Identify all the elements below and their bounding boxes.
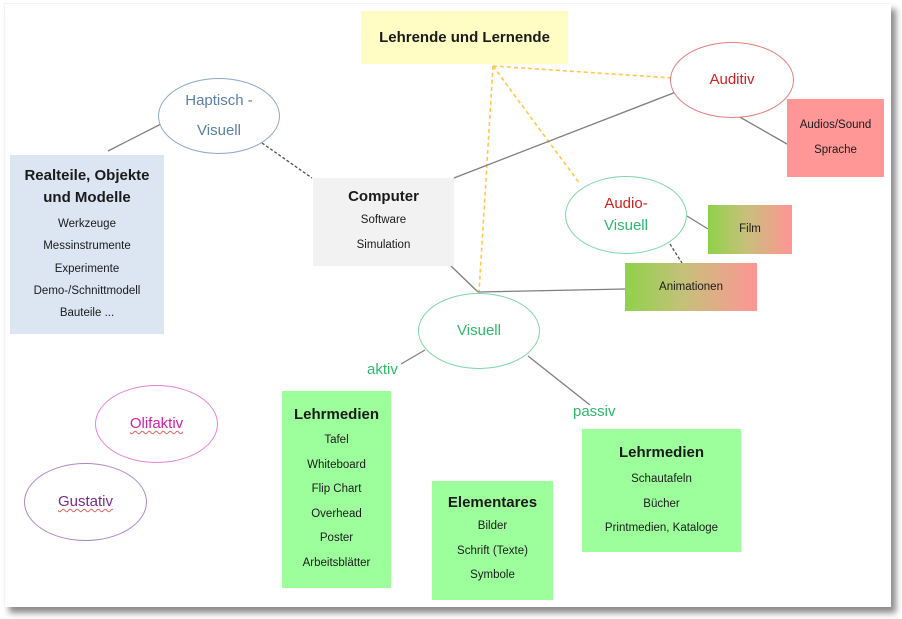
central-node-title: Lehrende und Lernende bbox=[379, 28, 550, 46]
computer-item: Simulation bbox=[356, 238, 411, 251]
realteile-item: Bauteile ... bbox=[59, 307, 115, 320]
audiovisuell-line-2: Visuell bbox=[604, 217, 648, 234]
lehrmedien-passiv-item: Printmedien, Kataloge bbox=[604, 522, 719, 534]
link-auditiv-audios bbox=[737, 115, 788, 145]
link-computer-visuell bbox=[450, 265, 479, 293]
link-audiovisuell-animationen bbox=[669, 243, 683, 264]
box-film: Film bbox=[708, 205, 792, 254]
link-lernende-audiovisuell bbox=[492, 65, 581, 185]
realteile-item: Werkzeuge bbox=[58, 218, 116, 230]
node-auditiv: Auditiv bbox=[670, 42, 794, 118]
realteile-item: Experimente bbox=[54, 262, 120, 275]
lehrmedien-passiv-item: Bücher bbox=[643, 497, 680, 510]
lehrmedien-passiv-title: Lehrmedien bbox=[618, 444, 705, 461]
realteile-item: Messinstrumente bbox=[43, 240, 131, 253]
elementares-item: Schrift (Texte) bbox=[457, 544, 528, 557]
link-computer-auditiv bbox=[453, 91, 677, 179]
realteile-item: Demo-/Schnittmodell bbox=[33, 284, 141, 297]
lehrmedien-aktiv-item: Whiteboard bbox=[307, 458, 366, 471]
elementares-item: Symbole bbox=[470, 569, 515, 581]
box-lehrmedien-passiv: Lehrmedien Schautafeln Bücher Printmedie… bbox=[582, 429, 741, 552]
node-gustativ: Gustativ bbox=[24, 463, 147, 541]
lehrmedien-aktiv-item: Flip Chart bbox=[311, 483, 362, 495]
branch-label-aktiv: aktiv bbox=[367, 361, 398, 378]
link-visuell-aktiv bbox=[400, 349, 426, 365]
audios-item: Sprache bbox=[814, 144, 857, 156]
film-label: Film bbox=[739, 223, 761, 236]
lehrmedien-aktiv-title: Lehrmedien bbox=[293, 406, 380, 423]
computer-item: Software bbox=[360, 214, 407, 226]
animationen-label: Animationen bbox=[659, 280, 723, 293]
lehrmedien-aktiv-item: Overhead bbox=[311, 507, 362, 520]
node-olifaktiv: Olifaktiv bbox=[95, 385, 218, 463]
lehrmedien-passiv-item: Schautafeln bbox=[631, 473, 692, 485]
olifaktiv-label: Olifaktiv bbox=[129, 415, 184, 432]
visuell-label: Visuell bbox=[457, 322, 501, 339]
lehrmedien-aktiv-item: Poster bbox=[319, 532, 354, 544]
haptisch-line-2: Visuell bbox=[197, 122, 241, 139]
elementares-item: Bilder bbox=[477, 520, 508, 532]
branch-label-passiv: passiv bbox=[573, 403, 616, 420]
lehrmedien-aktiv-item: Tafel bbox=[324, 434, 349, 446]
link-audiovisuell-film bbox=[686, 215, 709, 230]
box-animationen: Animationen bbox=[625, 263, 757, 311]
audios-item: Audios/Sound bbox=[799, 119, 872, 131]
link-haptisch-realteile bbox=[107, 123, 162, 152]
haptisch-line-1: Haptisch - bbox=[185, 92, 253, 109]
box-elementares: Elementares Bilder Schrift (Texte) Symbo… bbox=[432, 481, 553, 600]
box-computer: Computer Software Simulation bbox=[313, 178, 454, 266]
link-haptisch-computer bbox=[261, 142, 313, 179]
node-haptisch-visuell: Haptisch - Visuell bbox=[158, 78, 280, 154]
box-lehrmedien-aktiv: Lehrmedien Tafel Whiteboard Flip Chart O… bbox=[282, 391, 391, 588]
link-visuell-animationen bbox=[477, 288, 626, 293]
link-visuell-passiv bbox=[527, 355, 591, 406]
elementares-title: Elementares bbox=[447, 494, 538, 511]
link-lernende-visuell bbox=[478, 65, 494, 293]
node-audio-visuell: Audio- Visuell bbox=[565, 176, 687, 254]
gustativ-label: Gustativ bbox=[57, 493, 114, 510]
auditiv-label: Auditiv bbox=[709, 71, 755, 88]
node-visuell: Visuell bbox=[418, 293, 540, 369]
realteile-title-1: Realteile, Objekte bbox=[24, 167, 150, 184]
link-lernende-auditiv bbox=[492, 65, 673, 79]
box-realteile-objekte-modelle: Realteile, Objekte und Modelle Werkzeuge… bbox=[10, 155, 164, 334]
central-node-lehrende-lernende: Lehrende und Lernende bbox=[361, 11, 568, 64]
audiovisuell-line-1: Audio- bbox=[604, 195, 648, 212]
realteile-title-2: und Modelle bbox=[43, 189, 131, 206]
lehrmedien-aktiv-item: Arbeitsblätter bbox=[302, 556, 371, 569]
box-audios-sound: Audios/Sound Sprache bbox=[787, 99, 884, 177]
computer-title: Computer bbox=[348, 188, 419, 205]
